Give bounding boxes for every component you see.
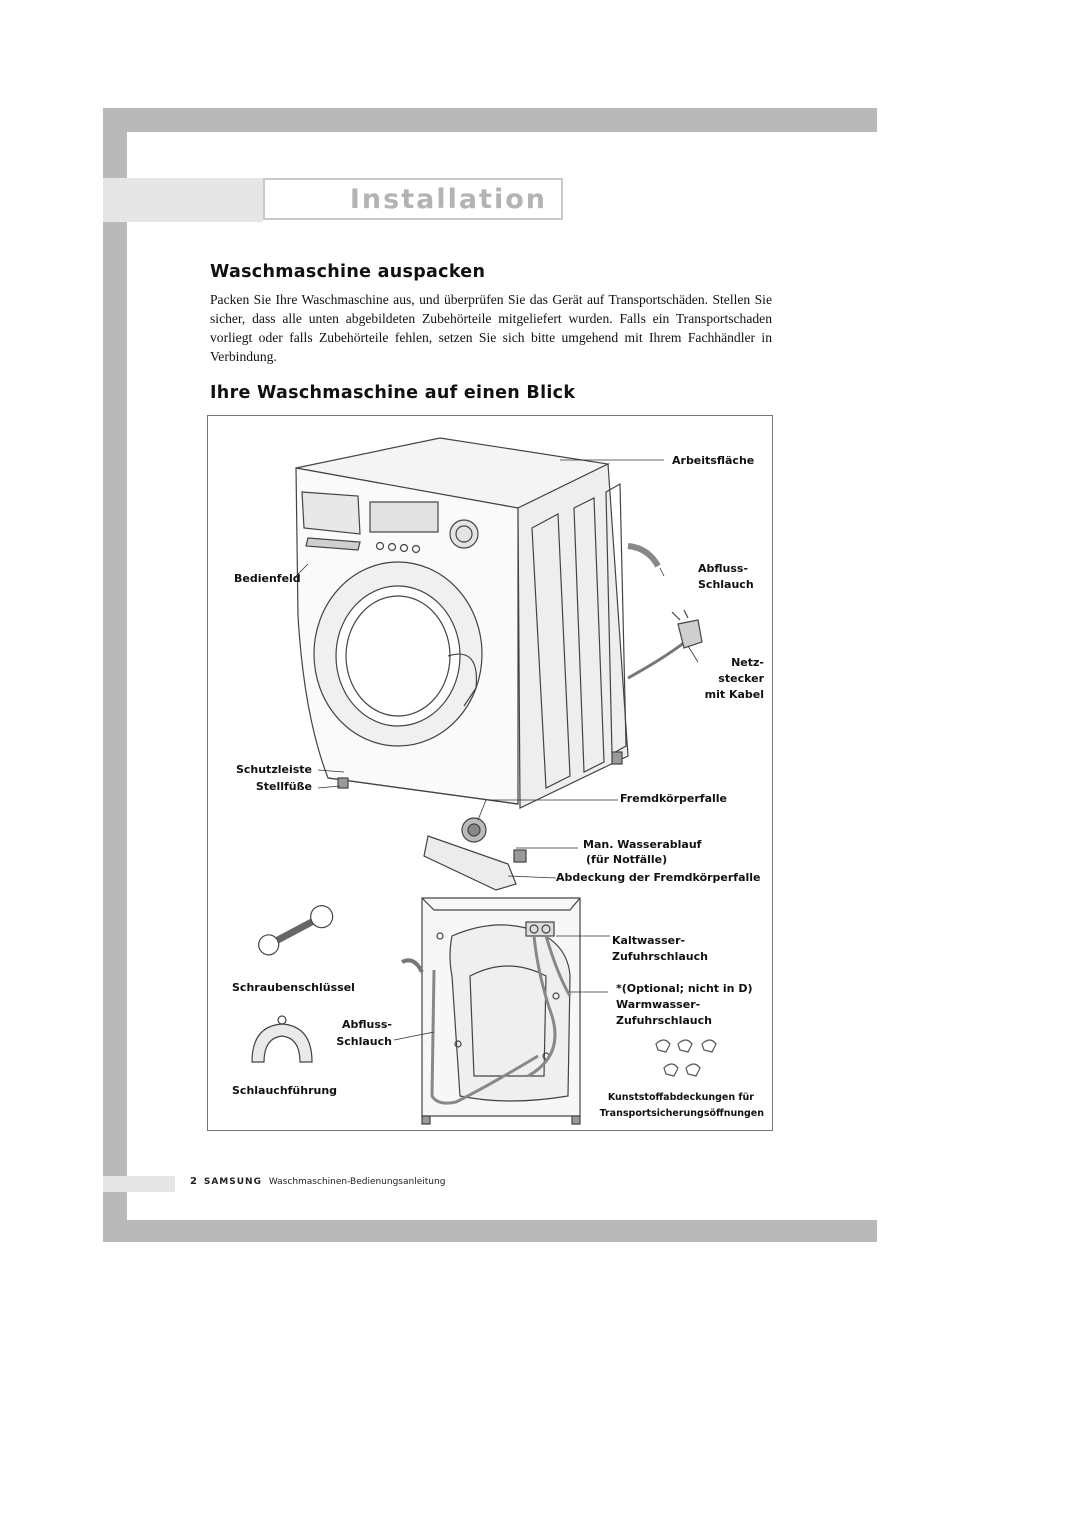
label-stellfuesse: Stellfüße — [255, 780, 312, 793]
power-plug — [677, 619, 703, 649]
section-title-box: Installation — [263, 178, 563, 220]
label-schutzleiste: Schutzleiste — [235, 763, 312, 776]
washing-machine-illustration — [251, 437, 717, 1125]
foot-right — [513, 849, 527, 863]
label-optional-2: Warmwasser- — [616, 998, 701, 1011]
label-optional-3: Zufuhrschlauch — [616, 1014, 712, 1027]
plastic-caps-icon — [655, 1039, 717, 1077]
frame-tab-bottom — [103, 1176, 175, 1192]
cold-water-hose — [527, 935, 557, 1078]
page-footer: 2 SAMSUNG Waschmaschinen-Bedienungsanlei… — [190, 1176, 445, 1187]
label-abdeckung: Abdeckung der Fremdkörperfalle — [556, 871, 761, 884]
label-abfluss-rear-2: Schlauch — [336, 1035, 392, 1048]
label-kunststoff-1: Kunststoffabdeckungen für — [607, 1092, 754, 1103]
label-bedienfeld: Bedienfeld — [234, 572, 301, 585]
label-kaltwasser-2: Zufuhrschlauch — [612, 950, 708, 963]
label-optional-1: *(Optional; nicht in D) — [616, 982, 753, 995]
unpacking-paragraph: Packen Sie Ihre Waschmaschine aus, und ü… — [210, 292, 772, 364]
label-fremdkoerperfalle: Fremdkörperfalle — [620, 792, 728, 805]
door-glass — [335, 585, 461, 727]
page-frame-left — [103, 108, 127, 1242]
foot-left — [337, 777, 349, 789]
hose-guide-icon — [251, 1015, 313, 1063]
label-arbeitsflaeche: Arbeitsfläche — [672, 454, 755, 467]
label-kunststoff-2: Transportsicherungsöffnungen — [599, 1108, 764, 1119]
rear-drain-hose — [430, 969, 539, 1105]
drain-hose — [627, 543, 661, 568]
heading-overview: Ihre Waschmaschine auf einen Blick — [210, 383, 576, 403]
manual-title: Waschmaschinen-Bedienungsanleitung — [268, 1177, 446, 1187]
program-knob — [449, 519, 479, 549]
label-abfluss-rear-1: Abfluss- — [341, 1018, 392, 1031]
brand-name: SAMSUNG — [203, 1177, 262, 1187]
label-netz-1: Netz- — [731, 656, 764, 669]
page-number: 2 — [190, 1176, 197, 1187]
label-wasserablauf-1: Man. Wasserablauf — [583, 838, 702, 851]
label-schraubenschluessel: Schraubenschlüssel — [232, 981, 355, 994]
machine-side-face — [517, 463, 629, 809]
frame-tab-top — [103, 178, 263, 222]
heading-unpacking: Waschmaschine auspacken — [210, 262, 486, 282]
label-abfluss-front-2: Schlauch — [698, 578, 754, 591]
machine-overview-figure: Arbeitsfläche Bedienfeld Abfluss- Schlau… — [207, 415, 773, 1131]
detergent-drawer — [301, 491, 361, 535]
page-frame-top — [103, 108, 877, 132]
power-cord — [627, 636, 691, 680]
label-schlauchfuehrung: Schlauchführung — [232, 1084, 338, 1097]
section-title: Installation — [349, 184, 547, 215]
label-wasserablauf-2: (für Notfälle) — [586, 853, 668, 866]
display-panel — [369, 501, 439, 533]
label-netz-2: stecker — [718, 672, 764, 685]
filter-cover — [423, 835, 517, 891]
page-frame-bottom — [103, 1220, 877, 1242]
spanner-icon — [258, 905, 334, 956]
label-kaltwasser-1: Kaltwasser- — [612, 934, 686, 947]
warm-water-hose — [544, 935, 572, 997]
label-abfluss-front-1: Abfluss- — [698, 562, 749, 575]
label-netz-3: mit Kabel — [704, 688, 764, 701]
